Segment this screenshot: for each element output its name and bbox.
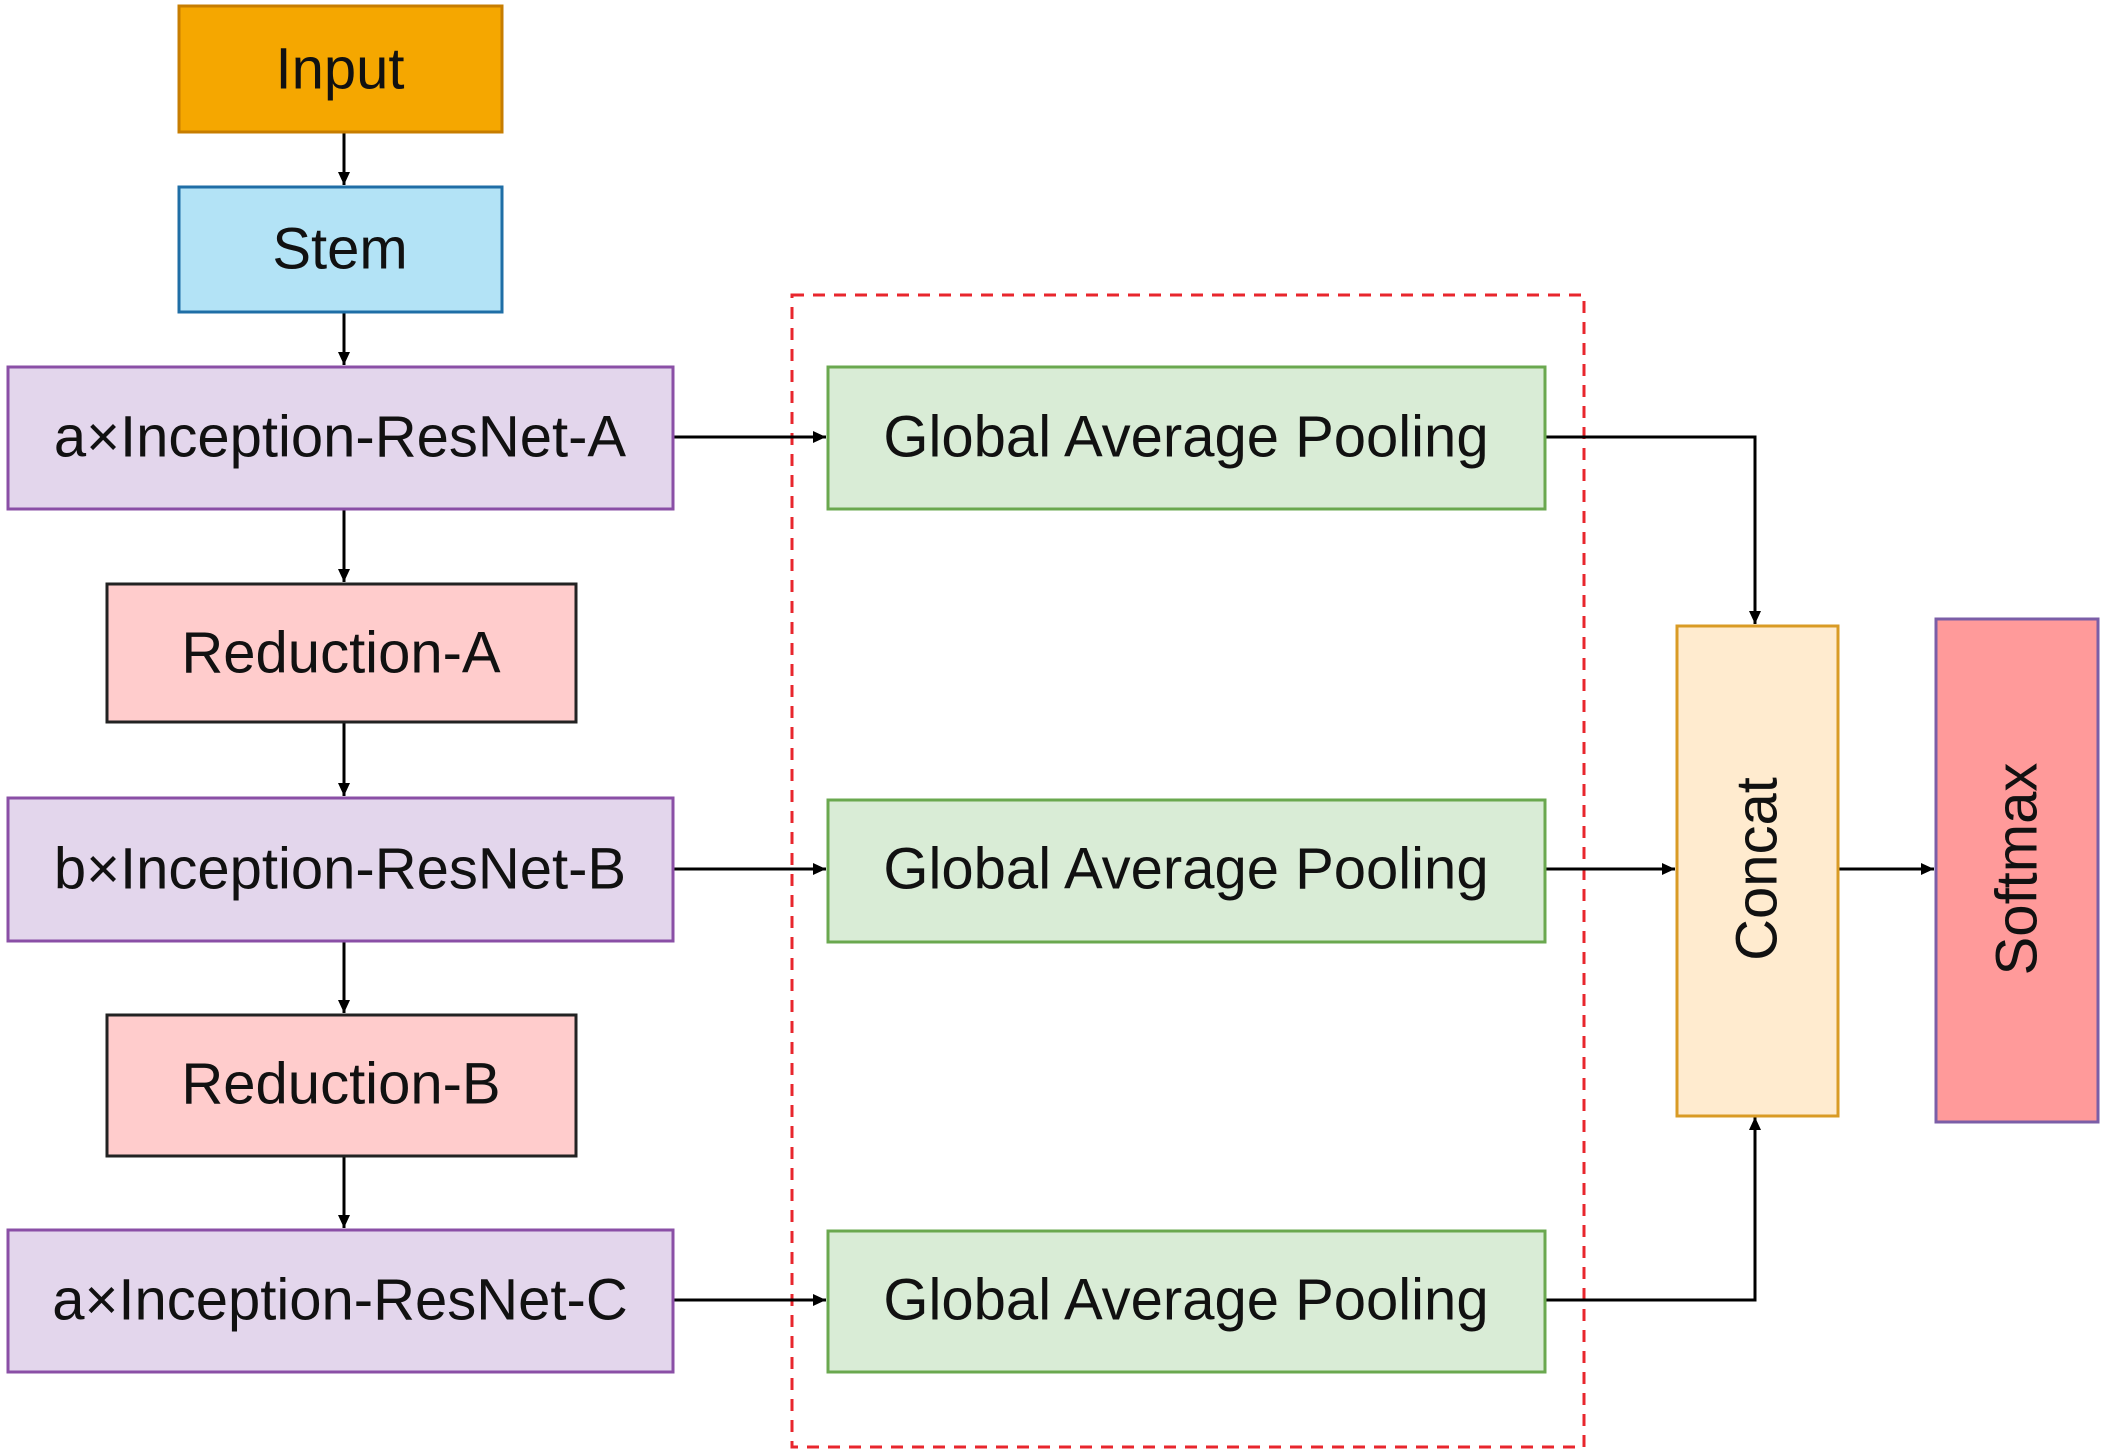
node-concat-label: Concat [1725,777,1790,961]
node-global-average-pooling-1-label: Global Average Pooling [883,405,1488,470]
pooling-group-border [790,293,1586,1449]
edges [338,133,1934,1306]
node-global-average-pooling-1: Global Average Pooling [826,365,1547,511]
node-input: Input [177,4,504,134]
node-concat: Concat [1675,624,1840,1118]
node-reduction-b: Reduction-B [105,1013,578,1158]
node-global-average-pooling-2: Global Average Pooling [826,798,1547,944]
node-inception-resnet-a-label: a×Inception-ResNet-A [54,405,627,470]
node-reduction-a: Reduction-A [105,582,578,724]
node-inception-resnet-b-label: b×Inception-ResNet-B [54,837,626,902]
node-reduction-b-label: Reduction-B [181,1052,500,1117]
node-reduction-a-label: Reduction-A [181,621,500,686]
edge-gap-1-concat [1546,435,1761,624]
node-inception-resnet-c-label: a×Inception-ResNet-C [52,1268,627,1333]
node-softmax-label: Softmax [1985,763,2050,976]
node-softmax: Softmax [1934,617,2100,1124]
node-global-average-pooling-2-label: Global Average Pooling [883,837,1488,902]
node-global-average-pooling-3-label: Global Average Pooling [883,1268,1488,1333]
node-global-average-pooling-3: Global Average Pooling [826,1229,1547,1374]
node-input-label: Input [276,37,405,102]
node-inception-resnet-a: a×Inception-ResNet-A [6,365,675,511]
node-inception-resnet-b: b×Inception-ResNet-B [6,796,675,943]
node-stem-label: Stem [272,217,407,282]
node-inception-resnet-c: a×Inception-ResNet-C [6,1228,675,1374]
edge-gap-3-concat [1546,1117,1761,1302]
node-stem: Stem [177,185,504,314]
